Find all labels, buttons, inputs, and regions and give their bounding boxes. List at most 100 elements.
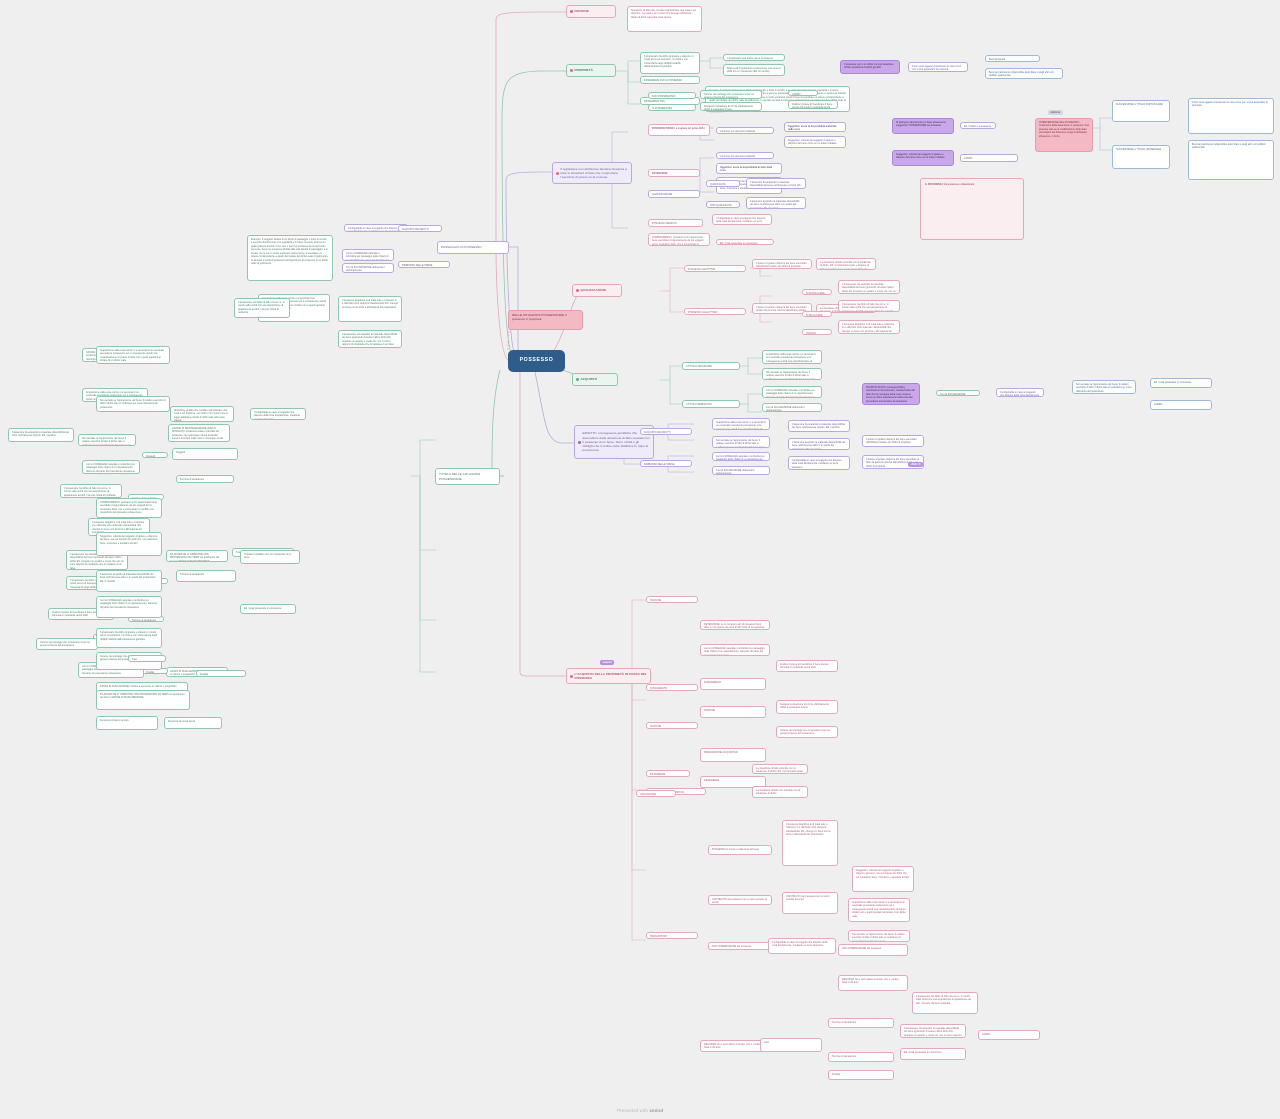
- node-usuc-right-9[interactable]: Insieme dei vantaggi che il possesso di …: [776, 726, 838, 738]
- node-sogg-volonta[interactable]: Soggettivo: volontà del soggetto di gode…: [784, 136, 846, 148]
- node-differenze-con-possesso[interactable]: DIFFERENZE CON IL POSSESSO: [640, 76, 700, 84]
- branch-passaggio-di-possesso[interactable]: PASSAGGIO DI POSSESSO: [437, 241, 509, 254]
- node-usuc-right-5[interactable]: PRESCRIZIONE ACQUISITIVA: [700, 748, 766, 762]
- node-fondamento[interactable]: FONDAMENTO: [646, 684, 698, 691]
- node-possesso-legittimo[interactable]: POSSESSO LEGITTIMO: [684, 265, 746, 272]
- node-usuc-detail-5[interactable]: NON INTERRUZIONE del possesso: [838, 944, 908, 956]
- node-possesso-illegittimo[interactable]: POSSESSO ILLEGITTIMO: [684, 308, 746, 315]
- node-effetti-right-4[interactable]: Il potere di godere disporre del bene es…: [862, 435, 924, 447]
- node-upper-left-4[interactable]: Il possesso illegittimo si di mala fede …: [338, 296, 402, 322]
- node-nozione2[interactable]: NOZIONE: [646, 596, 698, 603]
- branch-acquisto[interactable]: ACQUISTO: [572, 373, 618, 386]
- node-usuc-right-11[interactable]: La situazione di fatto non coincide con …: [752, 786, 808, 798]
- node-decorso[interactable]: DECORSO di un certo lasso di tempo, che …: [700, 1040, 770, 1052]
- node-vz-testo[interactable]: Il possesso illegittimo si di mala fede …: [838, 320, 900, 334]
- node-spese-detail-2[interactable]: Con la SUCCESSIONE definendo il dell'acq…: [712, 466, 770, 475]
- node-continuita[interactable]: CONTINUITÀ del possesso per un certo per…: [708, 895, 772, 905]
- tag-effetti[interactable]: effetti (4): [908, 462, 924, 467]
- node-tutela-leaf-4[interactable]: con la CONSEGNA materiale o simbolica (e…: [82, 460, 140, 474]
- node-non-interruzione[interactable]: NON INTERRUZIONE del possesso: [708, 942, 772, 950]
- node-usucapione-label[interactable]: USUCAPIONE: [636, 790, 676, 797]
- branch-tutela-situazioni-possessorie[interactable]: TUTELA DELLE SITUAZIONI POSSESSORIE: [435, 468, 500, 485]
- node-usuc-detail-1[interactable]: Il possesso illegittimo si di mala fede …: [782, 820, 838, 866]
- node-usuc-right-10[interactable]: La situazione di fatto coincide con la s…: [752, 764, 808, 774]
- node-possesso-bm-fede[interactable]: POSSESSO in buona o mala fede del bene: [708, 845, 772, 855]
- node-a-titolo-originario[interactable]: A TITOLO ORIGINARIO: [682, 362, 740, 370]
- node-effetti-right-1[interactable]: Il detentore ha acquisito la materiale d…: [788, 420, 850, 432]
- node-traditio-detail2[interactable]: Configurabile in capo al soggetto che di…: [996, 388, 1044, 397]
- node-upper-left-5[interactable]: Il possessore ha acquisito la materiale …: [338, 330, 402, 348]
- node-designa-situazione[interactable]: Designa la situazione di chi ha effettiv…: [700, 102, 762, 111]
- node-effetti-right-2[interactable]: Il detentore acquisito la materiale disp…: [788, 438, 850, 450]
- node-midleft-4[interactable]: COMPROMESSO: possiamo a chi determinato …: [96, 498, 162, 518]
- node-usuc-detail-8[interactable]: Il possessore ha acquisito la materiale …: [900, 1024, 966, 1038]
- node-tutela-leaf-6[interactable]: Il possessore ha diritto di fatto ma non…: [60, 484, 122, 498]
- node-midleft-1[interactable]: Acquisizione della cosa contro o a secon…: [96, 346, 170, 364]
- node-concorso-elementi-b[interactable]: concorso di 2 elementi costitutivi: [716, 152, 774, 159]
- node-implica-potere[interactable]: Implica il potere di rivendicare il bene…: [788, 100, 838, 109]
- node-nozione-bottom[interactable]: NOZIONE: [646, 722, 698, 729]
- node-concorso-elementi-a[interactable]: concorso di 2 elementi costitutivi: [716, 127, 774, 134]
- node-traditio-detail[interactable]: Con la SUCCESSIONE definendo il dell'acq…: [936, 390, 980, 396]
- node-mf-testo[interactable]: Il possessore ha diritto di fatto ma non…: [838, 300, 900, 312]
- node-midleft-15[interactable]: Finalità: [196, 670, 246, 677]
- node-pm-potere-titolare[interactable]: Il potere di godere disporre del bene es…: [752, 259, 812, 269]
- node-usuc-right-1[interactable]: DETENZIONE: se si compiono atti di posse…: [700, 620, 770, 630]
- node-tutela-leaf-5[interactable]: Il detentore ha acquisito la materiale d…: [8, 428, 74, 442]
- root-node-possesso[interactable]: POSSESSO: [508, 350, 565, 372]
- node-ogg-avere-corpo[interactable]: Oggettivo: avere la disponibilità materi…: [784, 122, 846, 132]
- node-di-mala-fede[interactable]: DI MALA FEDE: [802, 311, 832, 317]
- branch-proprieta[interactable]: PROPRIETÀ: [566, 64, 616, 77]
- node-non-oggetto-possesso[interactable]: Il non sono oggetto di possesso le cose …: [908, 62, 968, 72]
- node-usuc-detail-10[interactable]: LADRO: [978, 1030, 1040, 1040]
- node-upper-left-10[interactable]: RIMBORSO DELLE SPESE: [398, 261, 450, 268]
- node-compromesso[interactable]: COMPROMESSO: possiamo a chi determinato …: [648, 233, 710, 246]
- node-possesso-pieno[interactable]: POSSESSO PIENO= a cognare art primo (ES.…: [648, 124, 710, 136]
- node-usuc-right-6[interactable]: DIFFERENZE: [700, 776, 766, 788]
- node-interversione-possesso[interactable]: INTERVERSIONE DEL POSSESSO= mutamento de…: [1035, 118, 1093, 152]
- node-distinguere-soggettivo[interactable]: Si distingue dal possesso in base all'el…: [892, 118, 954, 134]
- tag-acquisti[interactable]: acquisti: [600, 660, 615, 665]
- node-acquisto-dei-frutti[interactable]: ACQUISTO DEI FRUTTI: [640, 428, 692, 435]
- node-presupposti[interactable]: PRESUPPOSTI: [646, 932, 698, 939]
- node-proprieta-definizione[interactable]: Il proprietario ha diritto di godere e d…: [640, 52, 700, 74]
- node-qualificazione[interactable]: QUALIFICAZIONE: [648, 190, 700, 198]
- node-midleft-16[interactable]: Casi: [128, 655, 166, 662]
- node-soggetti-1[interactable]: Soggetti: [142, 452, 168, 458]
- node-midleft-6[interactable]: Il detentore acquisito la materiale disp…: [96, 570, 162, 592]
- node-detentore-materiale-proprio[interactable]: Il detentore ha acquisito la materiale d…: [746, 178, 806, 189]
- node-usuc-detail-9[interactable]: ES. Cosa possedute in comunione: [900, 1048, 966, 1060]
- node-midleft-2[interactable]: Non accade se l'apprensione del bene/ il…: [96, 396, 170, 412]
- node-a-titolo-derivativo[interactable]: A TITOLO DERIVATIVO: [682, 400, 740, 408]
- node-differenze[interactable]: DIFFERENZE: [646, 770, 690, 777]
- node-midleft-17[interactable]: Soggetti: [172, 448, 238, 460]
- node-bf-testo[interactable]: Il possessore ha acquisito la materiale …: [838, 280, 900, 294]
- node-tutela-leaf-21[interactable]: Denuncia di danno temuto: [96, 716, 158, 730]
- node-usuc-right-8[interactable]: Designa la situazione di chi ha effettiv…: [776, 700, 838, 714]
- node-frutti-detail-1[interactable]: Acquisizione della cosa contro o a secon…: [712, 418, 770, 430]
- node-usuc-detail-3[interactable]: Acquisizione della cosa contro o a secon…: [848, 898, 910, 922]
- node-acq-orig-2[interactable]: Non accade se l'apprensione del bene/ il…: [762, 368, 822, 380]
- node-insieme-vantaggi[interactable]: Insieme dei vantaggi che il possesso di …: [700, 90, 762, 99]
- node-proprietario-anche-possesso[interactable]: Il proprietario può anche avere il posse…: [723, 54, 785, 61]
- node-usuc-right-2[interactable]: con la CONSEGNA materiale o simbolica (e…: [700, 644, 770, 656]
- node-traditio-detail5[interactable]: LADRO: [1150, 400, 1212, 410]
- node-azione-reintegrazione-box[interactable]: AZIONE DI REINTEGRAZIONE (DALLO SPOGLIO)…: [168, 424, 230, 442]
- node-usuc-detail-2[interactable]: CONTINUITÀ del possesso per un certo per…: [782, 892, 838, 914]
- node-succ-detail-b[interactable]: Beni del patrimonio indisponibile dello …: [1188, 140, 1274, 180]
- node-detentore-materiale-altrui[interactable]: Il detentore acquisito la materiale disp…: [746, 197, 806, 209]
- node-usuc-detail-13[interactable]: Finalità: [828, 1070, 894, 1080]
- node-possesso-mediato[interactable]: POSSESSO MEDIATO: [648, 219, 703, 227]
- node-beni-patrimonio[interactable]: Beni del patrimonio indisponibile dello …: [985, 68, 1063, 79]
- node-nozione-definizione[interactable]: Situazione di fatto che consiste nell'ut…: [627, 6, 702, 32]
- node-non-qualificata-box[interactable]: NON QUALIFICATA: [706, 201, 740, 208]
- node-upper-left-9[interactable]: ACQUISTO DEI FRUTTI: [398, 225, 442, 232]
- node-ogg-disponibilita-fatto[interactable]: Oggettivo: avere la disponibilità di fat…: [716, 163, 782, 174]
- node-diritti-reali-godimento[interactable]: Diritti reali di godimento conferiscono …: [723, 64, 785, 76]
- tag-ulteriore[interactable]: ulteriore: [1048, 110, 1063, 115]
- node-upper-left-7[interactable]: Con la SUCCESSIONE definendo il dell'acq…: [342, 263, 394, 273]
- node-possesso-non-diritto[interactable]: Il possesso non è un diritto ma una situ…: [840, 60, 900, 74]
- node-midleft-10[interactable]: DA MOLESTIE O TURBATIVE CHE PROVENGONO D…: [96, 690, 190, 710]
- node-usuc-detail-7[interactable]: Il possessore ha diritto di fatto ma non…: [912, 992, 978, 1014]
- node-acq-der-1[interactable]: con la CONSEGNA materiale o simbolica (e…: [762, 386, 822, 398]
